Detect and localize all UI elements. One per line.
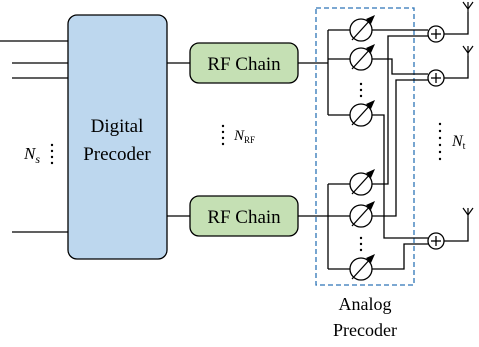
phase-shifter-arrowheads [366,15,375,263]
shifter-dots [359,82,363,252]
analog-precoder-boundary [315,7,415,286]
adder-to-antenna-lines [444,12,469,242]
analog-precoder-label-line2: Precoder [333,320,397,340]
adder-icon [427,69,445,87]
adders [427,25,445,250]
rf-chain-top-label: RF Chain [207,54,281,75]
input-streams [0,40,68,233]
phase-shifter-icon [349,171,373,196]
rf-chain-bottom-label: RF Chain [207,207,281,228]
antennas [462,1,474,218]
digital-precoder-label-line2: Precoder [83,144,151,165]
digital-to-rf-lines [167,62,190,217]
antenna-icon [462,45,474,56]
antenna-icon [462,1,474,12]
phase-shifter-icon [349,256,373,281]
phase-shifter-icon [349,17,373,42]
nrf-label: NRF [233,128,255,145]
antenna-icon [462,207,474,218]
nt-label: Nt [451,133,466,152]
shifter-to-adder-wires [372,29,428,270]
rf-to-analog-lines [298,29,350,270]
ns-dots [50,143,54,165]
nrf-dots [221,124,225,146]
adder-icon [427,25,445,43]
digital-precoder-label-line1: Digital [91,116,144,137]
adder-icon [427,232,445,250]
analog-precoder-label-line1: Analog [339,294,392,314]
phase-shifters [349,17,373,281]
ns-label: Ns [23,144,40,166]
phase-shifter-icon [349,203,373,228]
digital-precoder-block [67,14,168,260]
nt-dots [438,122,442,161]
